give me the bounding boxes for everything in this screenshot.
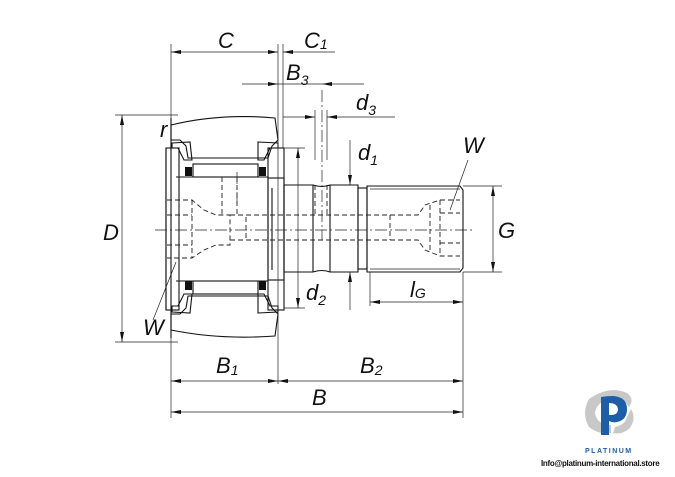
label-c1: C1 — [304, 28, 328, 53]
label-c: C — [218, 28, 234, 53]
seals — [171, 141, 279, 314]
dimension-lines — [115, 44, 502, 418]
outer-ring — [170, 115, 279, 338]
label-b3: B3 — [286, 60, 309, 88]
dimension-labels: C C1 B3 d3 d1 d2 W W r D G lG B1 B2 B — [103, 28, 515, 410]
label-g: G — [498, 218, 515, 243]
label-b2: B2 — [360, 353, 383, 378]
label-b1: B1 — [216, 353, 238, 378]
label-lg: lG — [410, 277, 426, 302]
label-w-stud: W — [463, 133, 486, 158]
label-d2: d2 — [306, 280, 326, 308]
contact-email: Info@platinum-international.store — [541, 459, 660, 468]
stud-head — [165, 147, 285, 311]
label-d1: d1 — [358, 140, 378, 168]
center-lines — [155, 90, 473, 240]
label-b: B — [312, 385, 327, 410]
stud-shaft — [283, 184, 464, 273]
label-w-head: W — [143, 315, 166, 340]
platinum-logo-icon — [585, 390, 634, 435]
hidden-lines — [167, 177, 460, 259]
label-d-outer: D — [103, 220, 119, 245]
label-d3: d3 — [356, 90, 376, 118]
needle-rollers — [176, 163, 268, 295]
brand-name: PLATINUM — [585, 448, 633, 455]
label-r: r — [160, 117, 169, 142]
